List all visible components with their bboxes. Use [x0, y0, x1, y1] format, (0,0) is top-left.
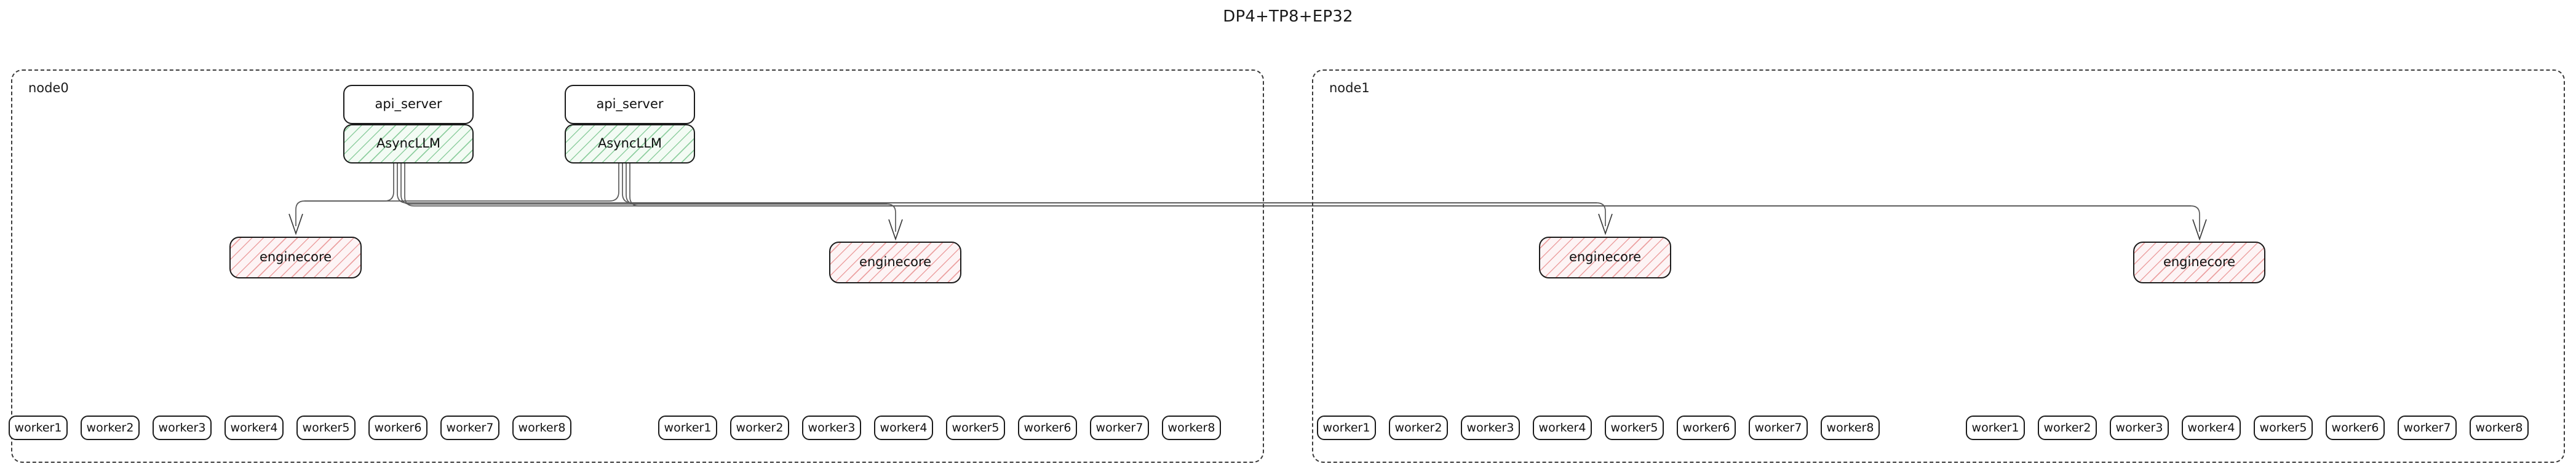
enginecore-label-3: enginecore	[2163, 254, 2236, 270]
worker-label-n0g1-5: worker6	[1024, 420, 1071, 435]
worker-label-n0g0-5: worker6	[374, 420, 422, 435]
asyncllm-label-0: AsyncLLM	[376, 136, 441, 151]
worker-box-n1g0-3[interactable]: worker4	[1533, 416, 1592, 440]
asyncllm-box-1[interactable]: AsyncLLM	[565, 124, 695, 164]
worker-box-n1g0-2[interactable]: worker3	[1461, 416, 1520, 440]
worker-box-n0g1-4[interactable]: worker5	[946, 416, 1005, 440]
worker-box-n0g1-1[interactable]: worker2	[730, 416, 789, 440]
node-container-node1: node1	[1312, 69, 2565, 463]
worker-box-n0g1-7[interactable]: worker8	[1162, 416, 1221, 440]
asyncllm-label-1: AsyncLLM	[597, 136, 662, 151]
api-server-label-1: api_server	[596, 97, 664, 112]
worker-box-n1g1-5[interactable]: worker6	[2326, 416, 2385, 440]
worker-box-n1g0-4[interactable]: worker5	[1605, 416, 1664, 440]
worker-label-n1g1-4: worker5	[2259, 420, 2307, 435]
worker-label-n0g0-0: worker1	[14, 420, 62, 435]
worker-label-n1g0-7: worker8	[1826, 420, 1874, 435]
worker-box-n0g0-3[interactable]: worker4	[225, 416, 284, 440]
worker-box-n1g1-2[interactable]: worker3	[2110, 416, 2169, 440]
worker-box-n1g0-5[interactable]: worker6	[1677, 416, 1736, 440]
worker-label-n1g0-6: worker7	[1754, 420, 1802, 435]
worker-label-n0g1-3: worker4	[880, 420, 928, 435]
worker-box-n0g1-5[interactable]: worker6	[1018, 416, 1077, 440]
worker-label-n0g0-1: worker2	[86, 420, 134, 435]
worker-box-n1g0-0[interactable]: worker1	[1317, 416, 1376, 440]
worker-label-n0g1-0: worker1	[664, 420, 712, 435]
worker-box-n0g0-2[interactable]: worker3	[153, 416, 212, 440]
worker-box-n0g0-6[interactable]: worker7	[440, 416, 499, 440]
worker-box-n0g0-1[interactable]: worker2	[81, 416, 140, 440]
api-server-label-0: api_server	[375, 97, 442, 112]
worker-box-n1g1-3[interactable]: worker4	[2182, 416, 2241, 440]
worker-label-n1g1-5: worker6	[2331, 420, 2379, 435]
worker-label-n1g1-7: worker8	[2475, 420, 2523, 435]
worker-box-n1g1-6[interactable]: worker7	[2398, 416, 2457, 440]
node-label-node1: node1	[1329, 81, 1370, 95]
worker-box-n1g0-6[interactable]: worker7	[1749, 416, 1808, 440]
page-title: DP4+TP8+EP32	[1223, 7, 1353, 26]
worker-box-n1g0-1[interactable]: worker2	[1389, 416, 1448, 440]
worker-label-n0g0-7: worker8	[518, 420, 566, 435]
worker-box-n0g0-0[interactable]: worker1	[9, 416, 68, 440]
worker-label-n1g0-0: worker1	[1322, 420, 1370, 435]
worker-box-n0g0-7[interactable]: worker8	[512, 416, 571, 440]
worker-label-n1g1-6: worker7	[2403, 420, 2451, 435]
worker-label-n1g0-3: worker4	[1538, 420, 1586, 435]
enginecore-label-2: enginecore	[1568, 250, 1642, 265]
enginecore-label-1: enginecore	[859, 254, 932, 270]
worker-label-n1g0-5: worker6	[1682, 420, 1730, 435]
worker-label-n0g0-6: worker7	[446, 420, 494, 435]
worker-label-n0g0-3: worker4	[230, 420, 278, 435]
worker-box-n0g0-5[interactable]: worker6	[368, 416, 427, 440]
worker-box-n0g1-0[interactable]: worker1	[658, 416, 717, 440]
worker-box-n1g0-7[interactable]: worker8	[1821, 416, 1880, 440]
worker-label-n0g1-4: worker5	[952, 420, 1000, 435]
worker-label-n1g0-2: worker3	[1466, 420, 1514, 435]
worker-label-n1g1-2: worker3	[2115, 420, 2163, 435]
worker-label-n0g1-7: worker8	[1167, 420, 1215, 435]
asyncllm-box-0[interactable]: AsyncLLM	[343, 124, 474, 164]
worker-label-n1g0-4: worker5	[1610, 420, 1658, 435]
worker-box-n1g1-1[interactable]: worker2	[2038, 416, 2097, 440]
worker-label-n1g0-1: worker2	[1394, 420, 1442, 435]
api-server-box-0[interactable]: api_server	[343, 85, 474, 124]
enginecore-box-2[interactable]: enginecore	[1539, 237, 1671, 278]
worker-box-n1g1-4[interactable]: worker5	[2254, 416, 2313, 440]
worker-box-n0g1-3[interactable]: worker4	[874, 416, 933, 440]
worker-label-n0g0-4: worker5	[302, 420, 350, 435]
worker-box-n1g1-7[interactable]: worker8	[2470, 416, 2529, 440]
enginecore-box-0[interactable]: enginecore	[229, 237, 362, 278]
worker-label-n0g1-6: worker7	[1095, 420, 1143, 435]
worker-box-n1g1-0[interactable]: worker1	[1966, 416, 2025, 440]
worker-label-n1g1-0: worker1	[1971, 420, 2019, 435]
worker-label-n0g1-2: worker3	[808, 420, 856, 435]
worker-label-n1g1-3: worker4	[2187, 420, 2235, 435]
enginecore-box-1[interactable]: enginecore	[829, 242, 961, 283]
worker-box-n0g1-6[interactable]: worker7	[1090, 416, 1149, 440]
worker-label-n1g1-1: worker2	[2043, 420, 2091, 435]
worker-label-n0g1-1: worker2	[736, 420, 784, 435]
worker-label-n0g0-2: worker3	[158, 420, 206, 435]
enginecore-label-0: enginecore	[259, 250, 332, 265]
worker-box-n0g0-4[interactable]: worker5	[296, 416, 356, 440]
enginecore-box-3[interactable]: enginecore	[2133, 242, 2265, 283]
node-label-node0: node0	[28, 81, 69, 95]
node-container-node0: node0	[11, 69, 1264, 463]
worker-box-n0g1-2[interactable]: worker3	[802, 416, 861, 440]
api-server-box-1[interactable]: api_server	[565, 85, 695, 124]
